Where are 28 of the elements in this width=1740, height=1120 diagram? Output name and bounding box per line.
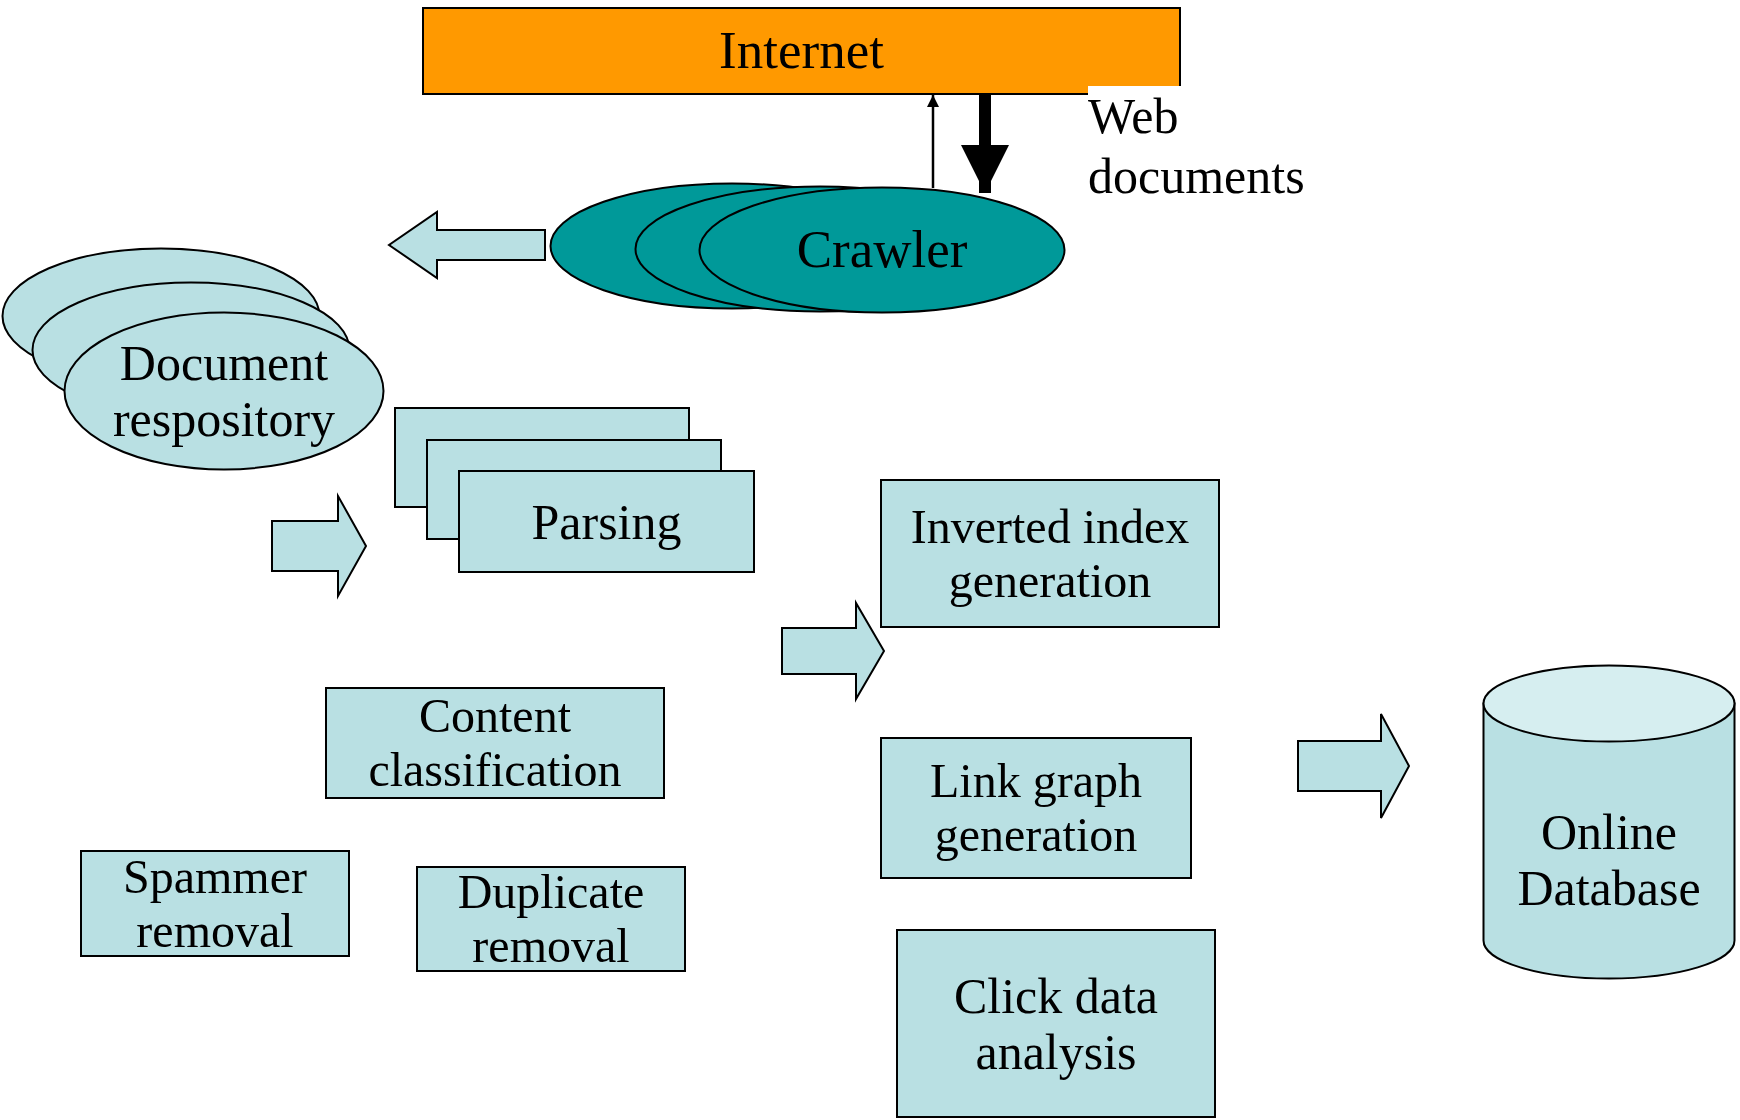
database-cylinder (1482, 664, 1736, 980)
stacked-ellipses (549, 182, 1066, 314)
node-label: Crawler (796, 220, 968, 280)
block-arrow (271, 492, 368, 600)
process-box (416, 866, 686, 972)
node-label: Spammer removal (122, 849, 308, 958)
stacked-ellipses (1, 247, 385, 471)
block-arrow (387, 210, 546, 280)
process-box (880, 479, 1220, 628)
arrow (927, 95, 939, 188)
block-arrow (781, 599, 886, 703)
node-label: Duplicate removal (456, 865, 646, 973)
internet-bar (422, 7, 1181, 95)
node-label: Inverted index generation (909, 499, 1191, 608)
arrow (961, 95, 1009, 193)
process-box (880, 737, 1192, 879)
node-label: Content classification (367, 689, 623, 797)
process-box (80, 850, 350, 957)
node-label: Parsing (531, 493, 682, 550)
node-label: Internet (719, 21, 884, 81)
node-label: Online Database (1516, 804, 1702, 916)
block-arrow (1297, 713, 1411, 819)
process-box (325, 687, 665, 799)
stacked-boxes (394, 407, 755, 573)
node-label: Document respository (111, 335, 337, 447)
node-label: Link graph generation (929, 754, 1143, 862)
process-box (896, 929, 1216, 1118)
node-label: Click data analysis (952, 967, 1160, 1080)
